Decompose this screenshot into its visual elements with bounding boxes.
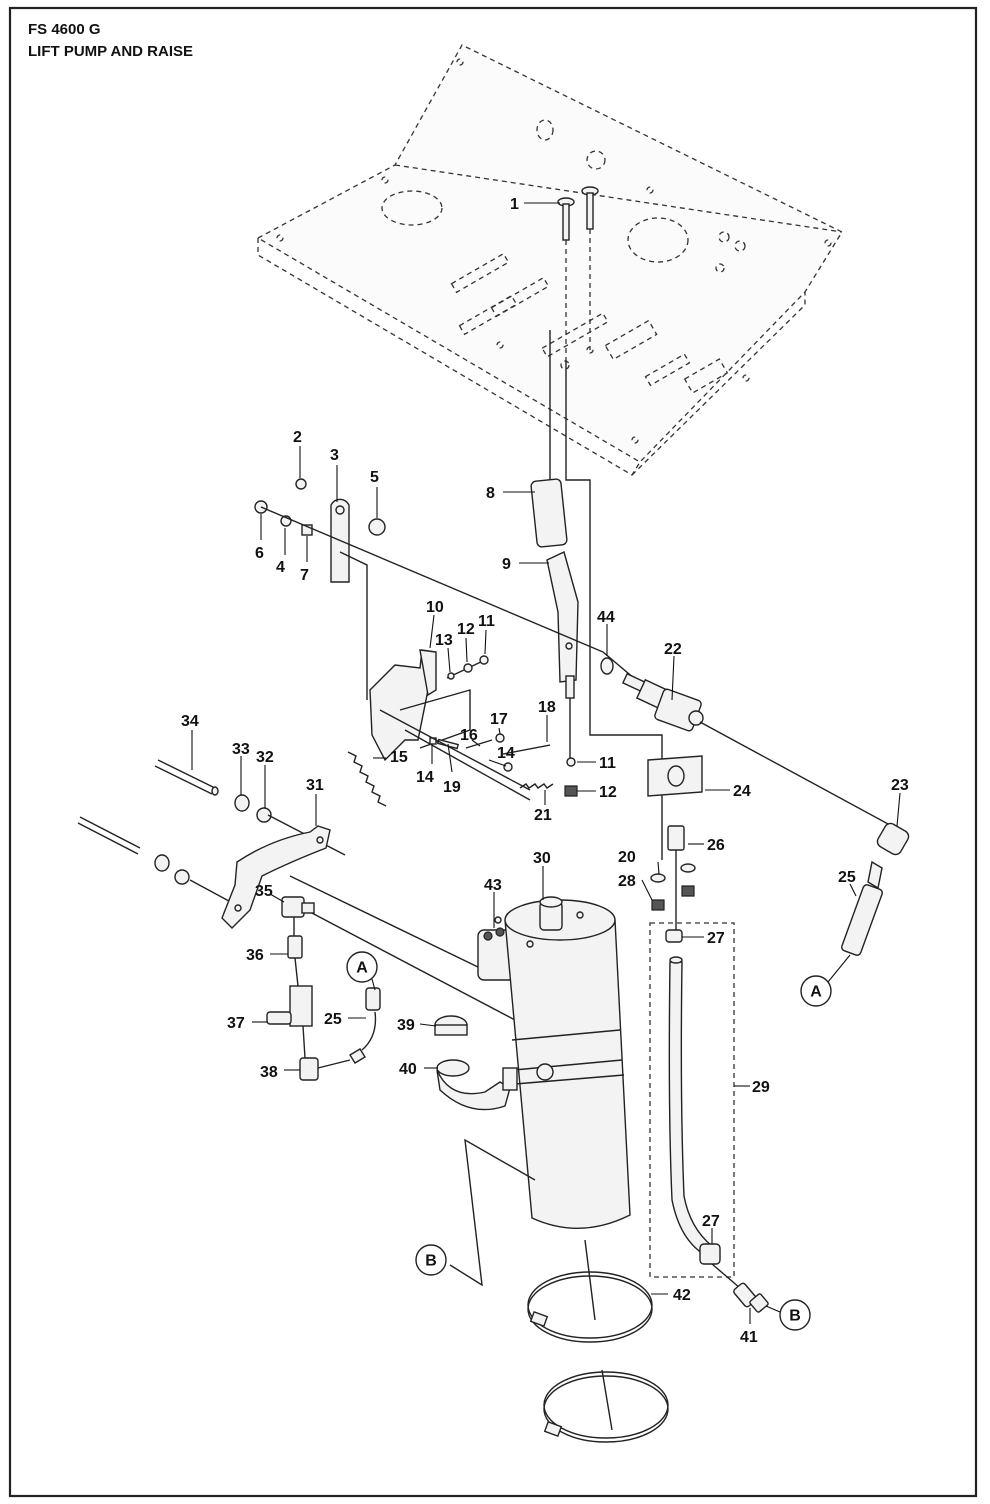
cap-and-elbow	[434, 1015, 518, 1111]
callout-11b: 11	[599, 755, 616, 772]
lift-lever	[530, 330, 663, 860]
ref-a-right: A	[810, 984, 822, 1001]
callout-4: 4	[276, 559, 285, 576]
callout-42: 42	[673, 1287, 691, 1304]
callout-25a: 25	[838, 869, 856, 886]
callout-32: 32	[256, 749, 274, 766]
callout-36: 36	[246, 947, 264, 964]
bolt-1	[557, 186, 599, 360]
callout-5: 5	[370, 469, 379, 486]
fittings-left	[266, 896, 381, 1081]
callout-33: 33	[232, 741, 250, 758]
callout-8: 8	[486, 485, 495, 502]
callout-20: 20	[618, 849, 636, 866]
ground-wire	[449, 1138, 536, 1287]
ref-circle-a-right	[800, 975, 832, 1007]
callout-7: 7	[300, 567, 309, 584]
ref-circle-b-right	[779, 1299, 811, 1331]
callout-23: 23	[891, 777, 909, 794]
callout-27b: 27	[702, 1213, 720, 1230]
callout-13: 13	[435, 632, 453, 649]
callout-12b: 12	[599, 784, 617, 801]
valve-and-hose	[600, 651, 910, 1313]
reference-markers: A A B B	[346, 951, 851, 1331]
pump-motor	[477, 896, 631, 1229]
model-title: FS 4600 G	[28, 21, 101, 38]
section-title: LIFT PUMP AND RAISE	[28, 43, 193, 60]
callout-25b: 25	[324, 1011, 342, 1028]
lever-bracket	[347, 649, 554, 807]
callout-labels: 1 2 3 4 5 6 7 8 9 10 11 12 13 14 14 15 1	[181, 196, 909, 1346]
callout-2: 2	[293, 429, 302, 446]
callout-30: 30	[533, 850, 551, 867]
callout-44: 44	[597, 609, 615, 626]
callout-27a: 27	[707, 930, 725, 947]
callout-6: 6	[255, 545, 264, 562]
callout-1: 1	[510, 196, 519, 213]
callout-10: 10	[426, 599, 444, 616]
hose-clamps	[527, 1239, 669, 1443]
callout-31: 31	[306, 777, 324, 794]
callout-3: 3	[330, 447, 339, 464]
callout-12a: 12	[457, 621, 475, 638]
callout-41: 41	[740, 1329, 758, 1346]
callout-28: 28	[618, 873, 636, 890]
callout-29: 29	[752, 1079, 770, 1096]
callout-21: 21	[534, 807, 552, 824]
callout-24: 24	[733, 783, 751, 800]
callout-22: 22	[664, 641, 682, 658]
ref-b-left: B	[425, 1253, 437, 1270]
callout-40: 40	[399, 1061, 417, 1078]
ref-b-right: B	[789, 1308, 801, 1325]
linkage-parts	[254, 478, 604, 700]
callout-18: 18	[538, 699, 556, 716]
ref-circle-a-left	[346, 951, 378, 983]
ref-circle-b-left	[415, 1244, 447, 1276]
seat-plate	[256, 44, 843, 476]
callout-14b: 14	[497, 745, 515, 762]
page-border	[8, 6, 978, 1498]
callout-38: 38	[260, 1064, 278, 1081]
callout-14a: 14	[416, 769, 434, 786]
callout-35: 35	[255, 883, 273, 900]
callout-39: 39	[397, 1017, 415, 1034]
callout-17: 17	[490, 711, 508, 728]
callout-9: 9	[502, 556, 511, 573]
callout-34: 34	[181, 713, 199, 730]
callout-15: 15	[390, 749, 408, 766]
callout-11a: 11	[478, 613, 495, 630]
callout-43: 43	[484, 877, 502, 894]
callout-37: 37	[227, 1015, 245, 1032]
ref-a-left: A	[356, 960, 368, 977]
rods-and-bracket	[77, 759, 516, 1021]
callout-19: 19	[443, 779, 461, 796]
callout-26: 26	[707, 837, 725, 854]
callout-16: 16	[460, 727, 478, 744]
